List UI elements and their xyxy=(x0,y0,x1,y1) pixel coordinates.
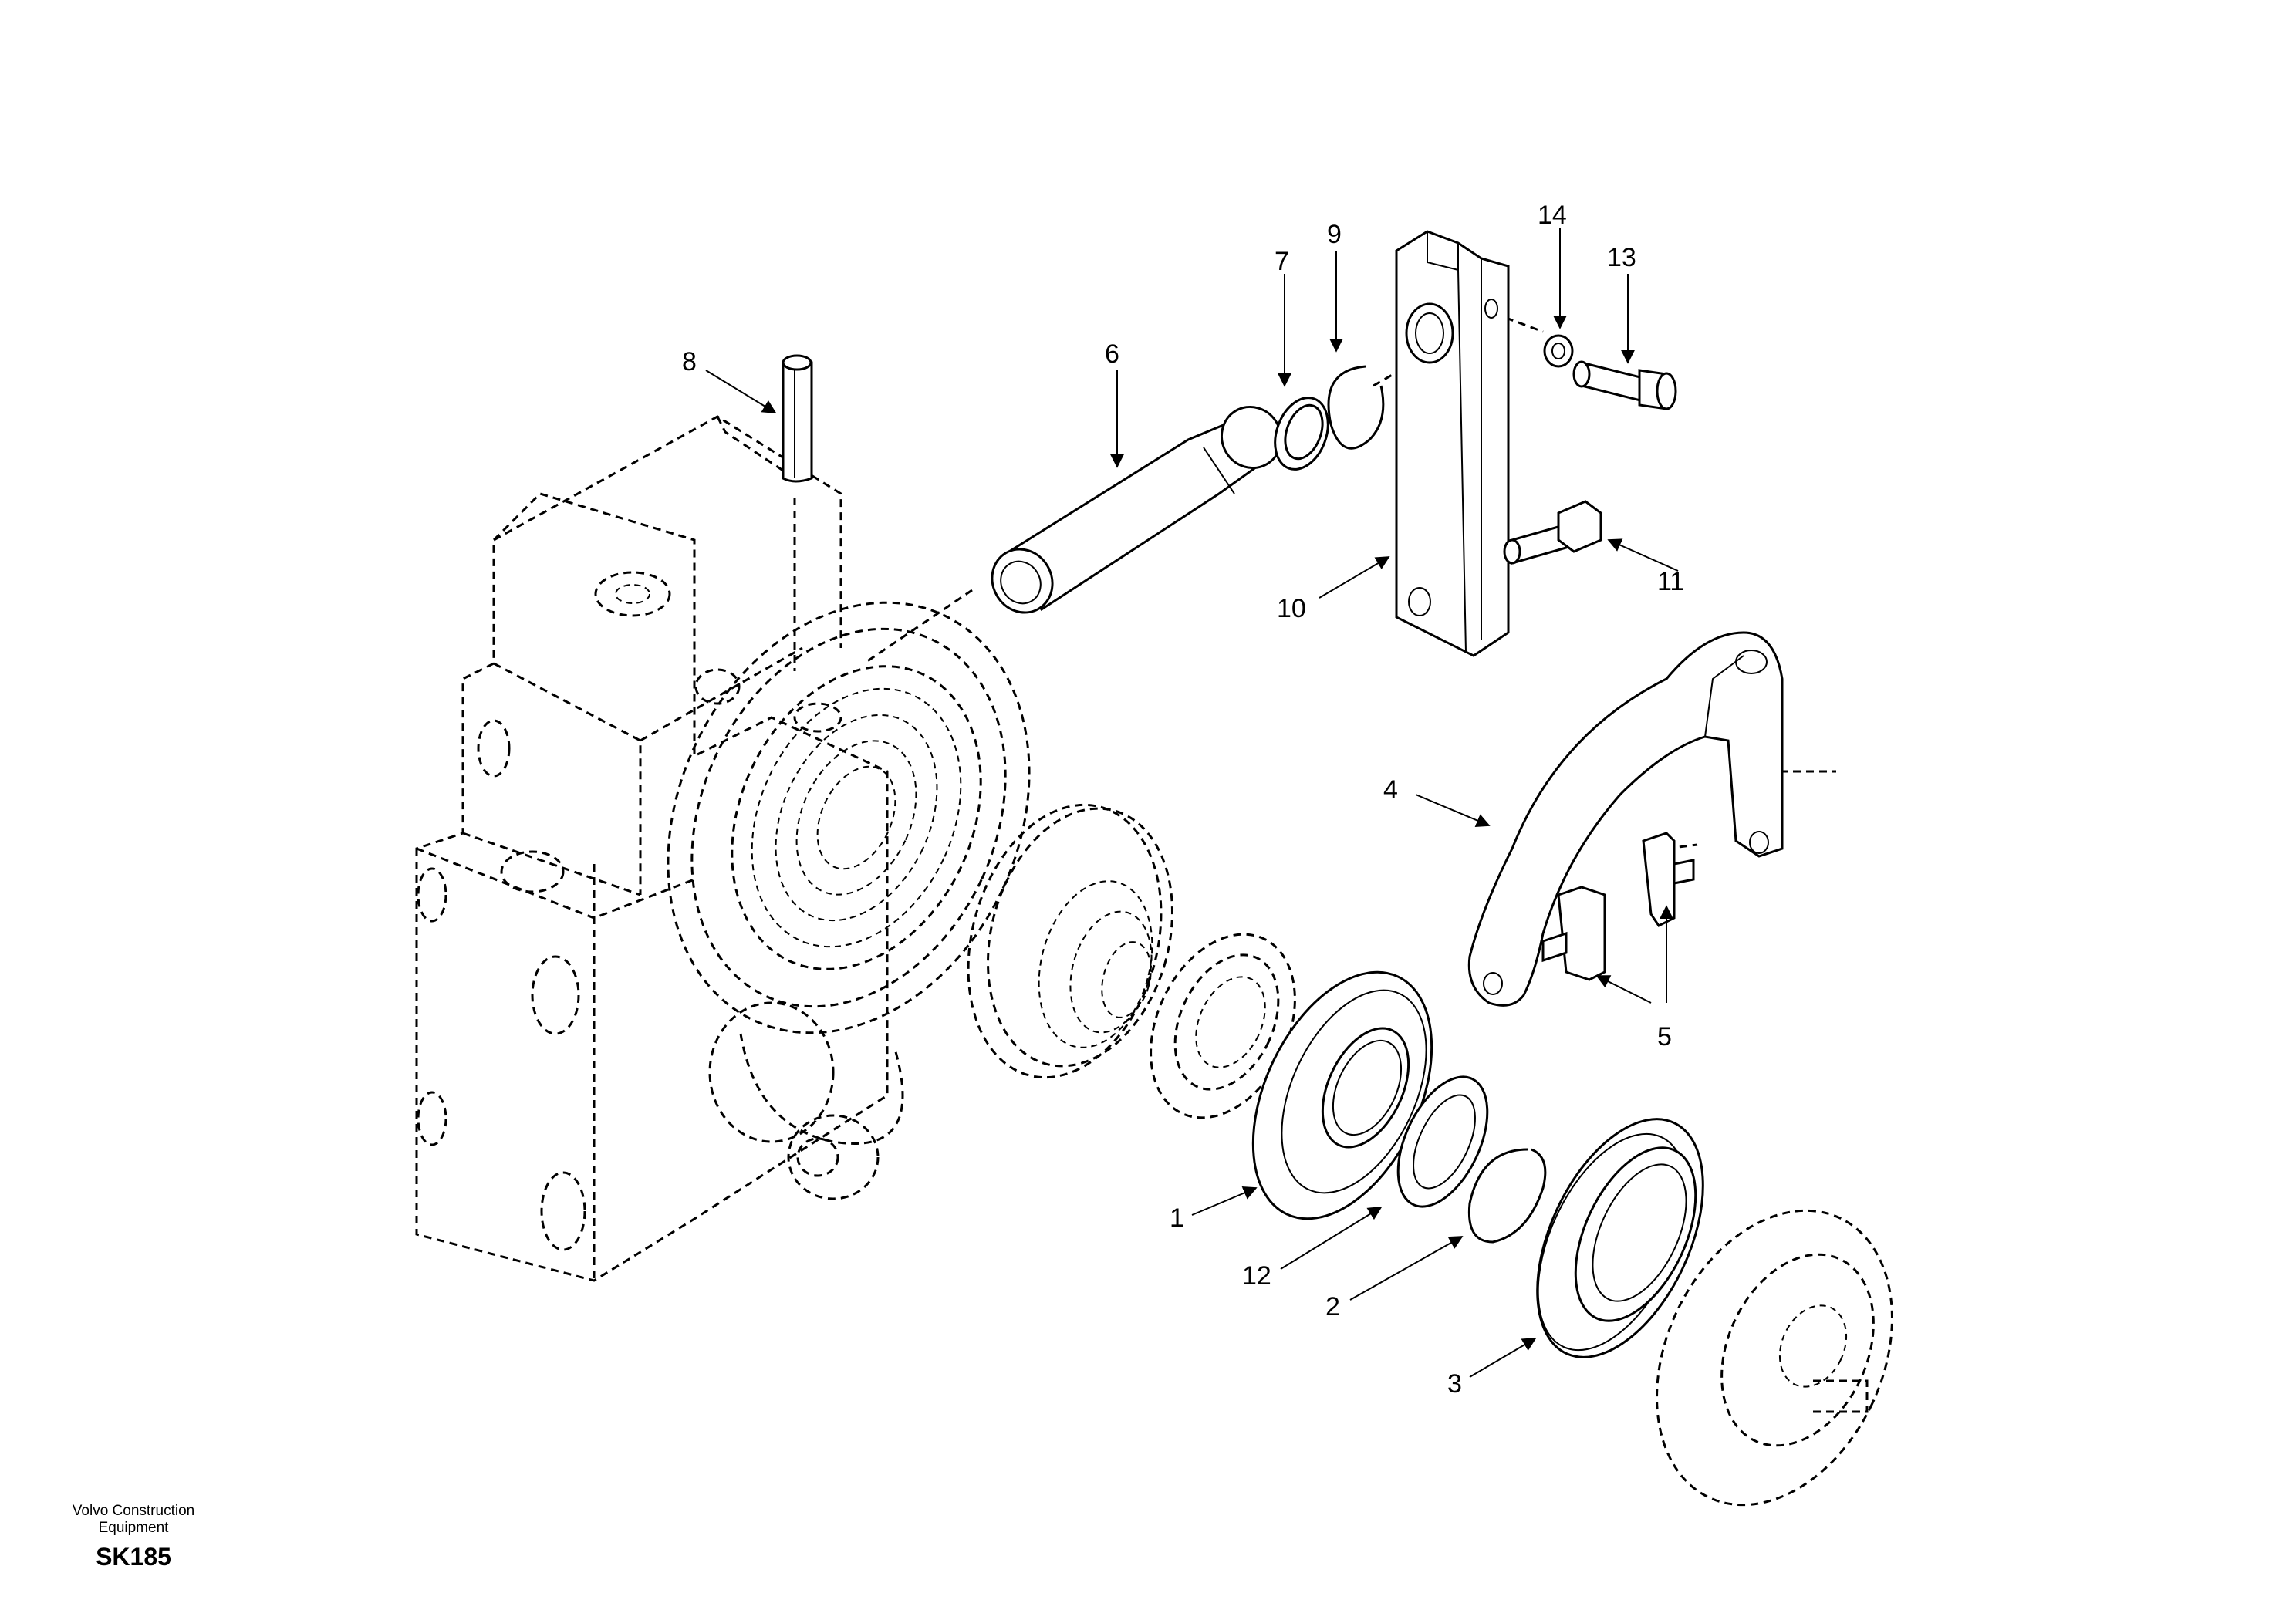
callout-3: 3 xyxy=(1447,1369,1462,1399)
leader-arrows xyxy=(705,228,1679,1378)
ring-gear-ghost xyxy=(667,601,1031,1034)
callout-labels: 8 6 7 9 10 14 13 11 4 5 1 12 2 3 xyxy=(682,201,1684,1399)
flange-ghost xyxy=(1656,1209,1893,1507)
shift-fork-part xyxy=(1467,631,1784,1007)
gearbox-housing-ghost xyxy=(415,415,904,1282)
hex-bolt-part xyxy=(1503,500,1602,565)
sheet-code: SK185 xyxy=(96,1543,171,1571)
callout-9: 9 xyxy=(1327,220,1342,249)
sliding-sleeve-part xyxy=(1536,1118,1704,1358)
washer-part xyxy=(1543,334,1574,368)
shoe-parts xyxy=(1541,832,1695,981)
callout-11: 11 xyxy=(1657,567,1684,596)
pin-shaft-part xyxy=(991,405,1283,614)
callout-10: 10 xyxy=(1277,594,1306,623)
circlip-part xyxy=(1467,1148,1547,1244)
callout-6: 6 xyxy=(1105,339,1119,369)
footer-company-line2: Equipment xyxy=(98,1520,169,1536)
callout-7: 7 xyxy=(1275,247,1289,276)
callout-5: 5 xyxy=(1657,1022,1672,1051)
callout-4: 4 xyxy=(1383,775,1398,805)
callout-12: 12 xyxy=(1242,1261,1271,1291)
hub-gear-part xyxy=(1251,970,1433,1220)
retaining-ring-part xyxy=(1327,365,1385,450)
socket-bolt-part xyxy=(1572,360,1677,410)
callout-8: 8 xyxy=(682,347,697,376)
footer-company-line1: Volvo Construction xyxy=(72,1503,195,1519)
snap-ring-part xyxy=(1274,397,1329,471)
planet-gear-ghost xyxy=(967,803,1173,1079)
callout-1: 1 xyxy=(1170,1203,1184,1233)
callout-2: 2 xyxy=(1325,1292,1340,1321)
callout-14: 14 xyxy=(1538,201,1567,230)
lever-bar-part xyxy=(1395,230,1510,657)
callout-13: 13 xyxy=(1607,243,1636,272)
thrust-washer-part xyxy=(1396,1075,1489,1208)
roll-pin-part xyxy=(782,354,813,483)
